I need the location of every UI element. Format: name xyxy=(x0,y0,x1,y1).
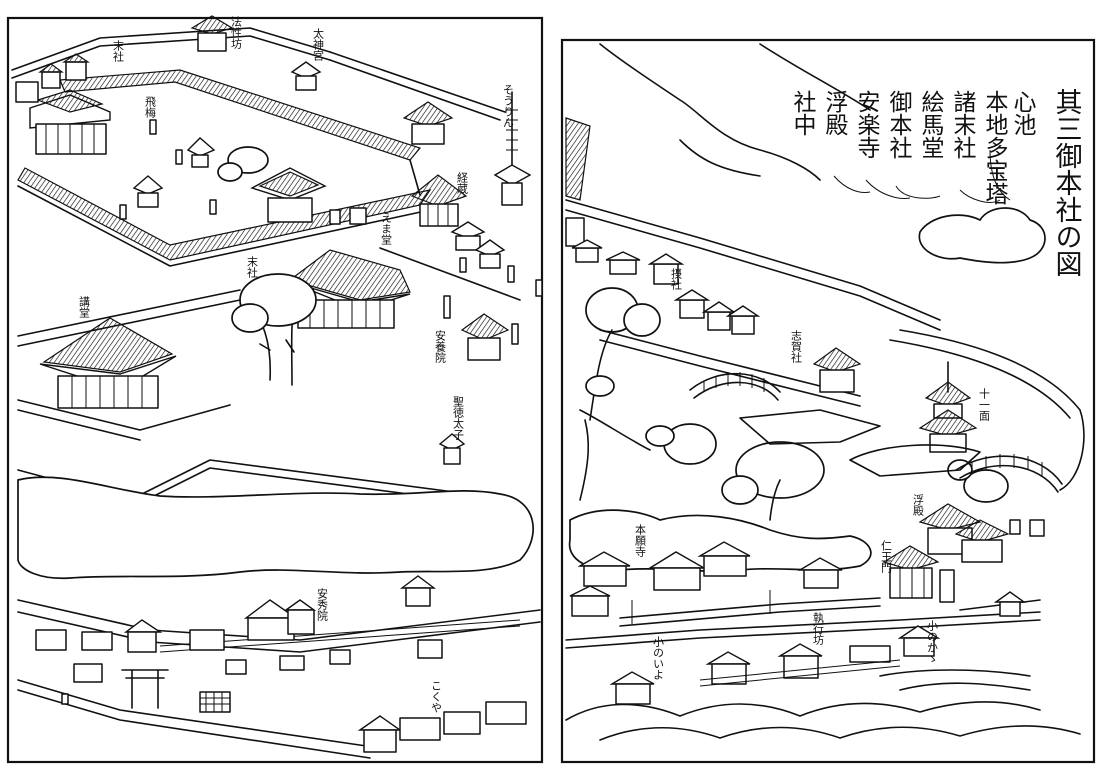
label-sourin: そうりん xyxy=(502,84,515,128)
label-massha-mid: 末社 xyxy=(246,255,259,279)
label-shoutoku: 聖徳太子 xyxy=(452,396,465,440)
label-kokuya: こくや xyxy=(430,680,443,713)
label-honganji: 本願寺 xyxy=(634,523,647,557)
right-left-buildings xyxy=(565,217,761,335)
main-shrine-hall-left xyxy=(29,89,111,155)
upper-precinct-walls xyxy=(11,27,506,267)
label-ukidono: 浮殿 xyxy=(912,494,925,517)
tahoto-pagoda xyxy=(849,361,981,477)
left-cloud-band xyxy=(17,476,534,580)
label-massha-top: 末社 xyxy=(112,39,125,63)
lower-right-compound xyxy=(565,569,1041,705)
label-anyouin: 安養院 xyxy=(434,329,447,363)
shoutoku-shrine xyxy=(438,433,466,465)
honganji-temple xyxy=(569,541,881,627)
label-juuichimen: 十一面 xyxy=(978,387,991,421)
lattice-box xyxy=(199,691,231,713)
bottom-hills xyxy=(565,669,1081,741)
houshoubou-pavilion xyxy=(190,15,234,52)
right-cloud-band xyxy=(568,509,872,572)
legend-item-1: 心池 xyxy=(1009,90,1037,136)
right-trees xyxy=(579,287,1009,521)
label-shigasha: 志賀社 xyxy=(790,330,803,364)
legend-item-6: 安楽寺 xyxy=(853,90,881,159)
bridge-left xyxy=(689,372,781,401)
left-labels: 法性坊 太神宮 末社 飛梅 そうりん 経蔵 えま堂 末社 講堂 安養院 聖徳太子… xyxy=(78,15,515,713)
label-konokaka: 小のかゝ xyxy=(926,620,939,664)
map-title-block: 其三御本社の図 心池 本地多宝塔 諸末社 絵馬堂 御本社 安楽寺 浮殿 社中 xyxy=(789,88,1082,277)
legend-item-2: 本地多宝塔 xyxy=(981,90,1009,205)
sourin-spire xyxy=(493,91,532,206)
legend-item-5: 御本社 xyxy=(885,90,913,159)
emadou-small-shrines xyxy=(349,207,543,297)
courtyard-features xyxy=(119,119,341,225)
taijingu-pavilion xyxy=(402,101,454,145)
label-niomon: 仁王門 xyxy=(880,540,893,574)
label-kyouzou: 経蔵 xyxy=(456,172,469,195)
label-emadou: えま堂 xyxy=(380,212,393,245)
anyouin-pavilion xyxy=(443,295,519,361)
label-taijingu: 太神宮 xyxy=(312,28,325,62)
small-shrine-top xyxy=(290,61,322,91)
label-koudou: 講堂 xyxy=(78,295,91,318)
label-konoiyo: 小のいよ xyxy=(652,636,665,680)
legend-item-8: 社中 xyxy=(789,90,817,136)
torii-gate xyxy=(121,669,169,709)
ukidono-hall xyxy=(918,503,1045,563)
right-panel-frame xyxy=(560,38,1096,764)
legend-item-4: 絵馬堂 xyxy=(917,90,945,159)
niomon-gate xyxy=(882,545,940,599)
label-hibai: 飛梅 xyxy=(144,96,157,119)
lower-compound xyxy=(17,575,541,683)
right-panel: 其三御本社の図 心池 本地多宝塔 諸末社 絵馬堂 御本社 安楽寺 浮殿 社中 摂… xyxy=(560,38,1096,764)
right-top-cloud xyxy=(918,207,1046,264)
inner-gate xyxy=(250,167,327,223)
right-labels: 摂社 志賀社 十一面 本願寺 浮殿 仁王門 執行坊 小のいよ 小のかゝ xyxy=(634,267,991,680)
label-anshuuin: 安秀院 xyxy=(316,587,329,621)
kyouzou-sutra-house xyxy=(410,174,468,227)
left-panel: 法性坊 太神宮 末社 飛梅 そうりん 経蔵 えま堂 末社 講堂 安養院 聖徳太子… xyxy=(6,15,544,764)
shigasha-shrine xyxy=(739,347,881,445)
koudou-lecture-hall xyxy=(17,317,231,441)
legend-item-7: 浮殿 xyxy=(821,90,849,136)
tree-massha xyxy=(231,273,317,386)
right-walls xyxy=(565,117,1085,491)
label-sessha: 摂社 xyxy=(670,267,683,291)
label-houshoubou: 法性坊 xyxy=(230,15,243,49)
bridge-right xyxy=(955,454,1063,493)
map-title: 其三御本社の図 xyxy=(1051,88,1083,277)
mountains xyxy=(599,43,871,181)
bottom-road xyxy=(17,679,527,759)
label-shigyoubou: 執行坊 xyxy=(812,612,825,645)
top-left-buildings xyxy=(15,53,90,103)
legend-item-3: 諸末社 xyxy=(949,90,977,159)
